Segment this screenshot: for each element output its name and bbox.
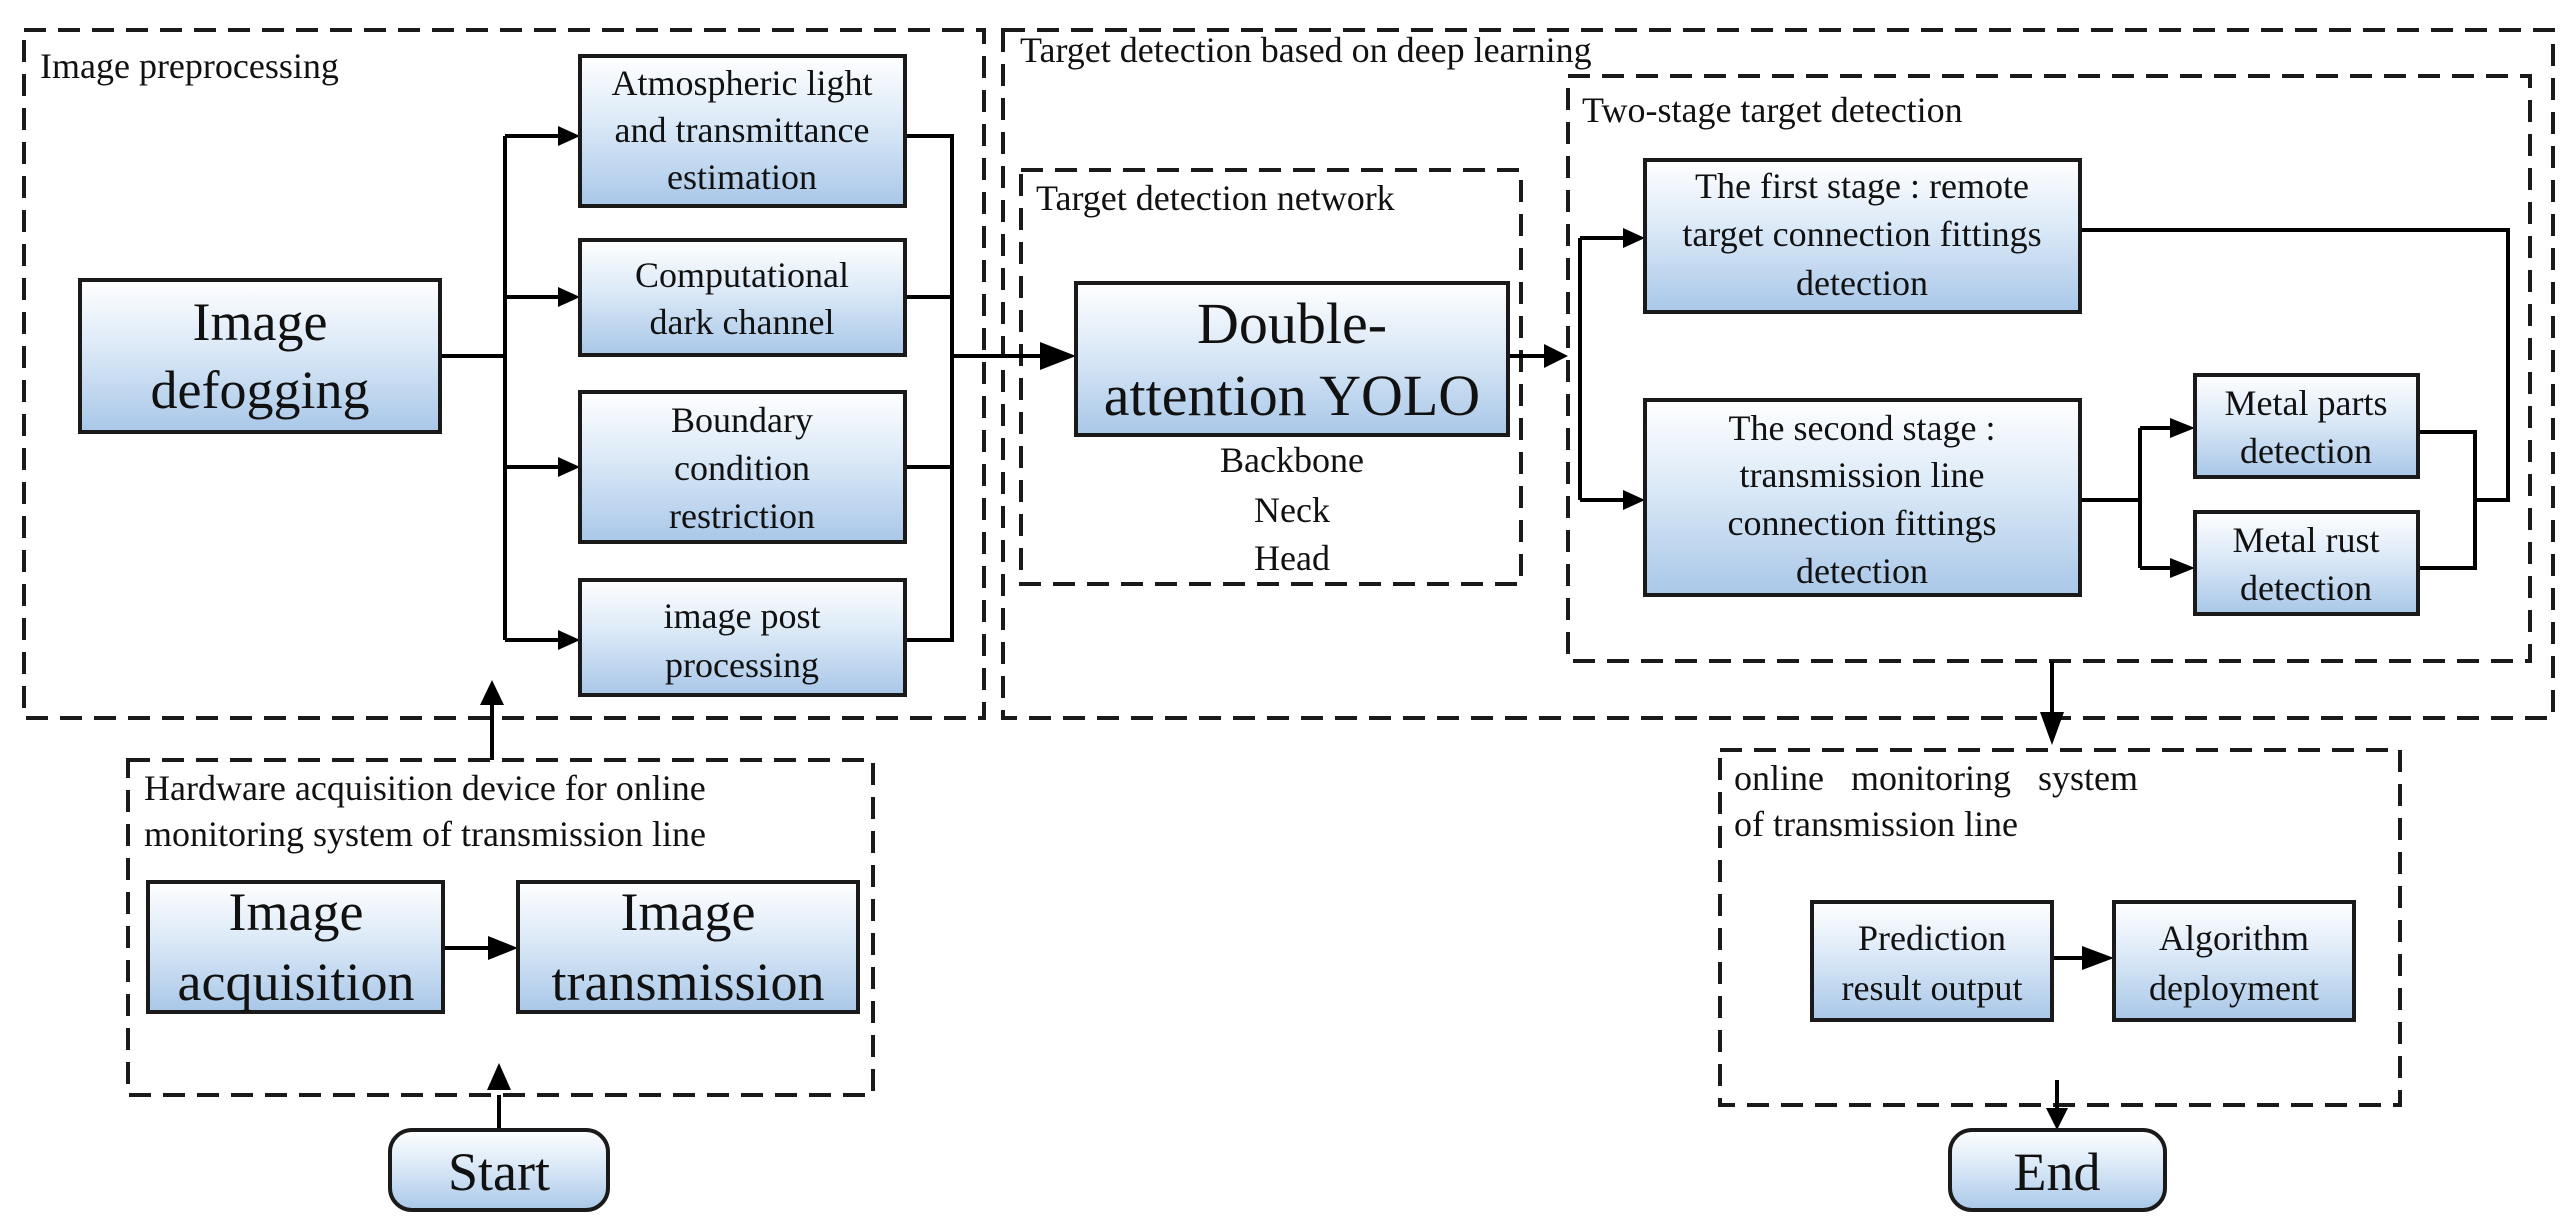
box-transmission-line-2: transmission (551, 952, 824, 1012)
box-image-defogging-line-2: defogging (151, 360, 370, 420)
label-two-stage-detection: Two-stage target detection (1582, 90, 1963, 130)
box-first-stage: The first stage : remote target connecti… (1643, 158, 2082, 314)
box-image-defogging-line-1: Image (193, 292, 328, 352)
box-second-stage-line-3: connection fittings (1728, 503, 1997, 543)
box-deployment-line-1: Algorithm (2159, 918, 2309, 958)
terminal-end-label: End (2014, 1142, 2101, 1202)
group-target-detection-deep-learning (1001, 28, 2555, 720)
box-first-stage-line-3: detection (1796, 263, 1928, 303)
box-acquisition-line-2: acquisition (178, 952, 415, 1012)
yolo-head-label: Head (1254, 538, 1330, 578)
yolo-backbone-label: Backbone (1220, 440, 1364, 480)
box-metal-parts-line-1: Metal parts (2225, 383, 2388, 423)
box-yolo-line-2: attention YOLO (1104, 363, 1480, 428)
box-dark-channel: Computational dark channel (578, 238, 907, 357)
box-prediction-result-output: Prediction result output (1810, 900, 2054, 1022)
group-two-stage-detection (1566, 74, 2532, 663)
box-first-stage-line-1: The first stage : remote (1695, 166, 2029, 206)
box-boundary-condition: Boundary condition restriction (578, 390, 907, 544)
box-image-defogging: Image defogging (78, 278, 442, 434)
box-deployment-line-2: deployment (2149, 968, 2319, 1008)
label-monitoring-line-2: of transmission line (1734, 804, 2018, 844)
box-post-processing-line-2: processing (665, 645, 819, 685)
box-second-stage-line-1: The second stage : (1729, 408, 1996, 448)
box-second-stage-line-2: transmission line (1740, 455, 1985, 495)
arrowheads (480, 126, 2195, 1130)
box-dark-channel-line-2: dark channel (650, 302, 835, 342)
terminal-start-label: Start (448, 1142, 550, 1202)
label-image-preprocessing: Image preprocessing (40, 46, 339, 86)
box-second-stage-line-4: detection (1796, 551, 1928, 591)
box-atmospheric-line-1: Atmospheric light (612, 63, 873, 103)
box-atmospheric-light: Atmospheric light and transmittance esti… (578, 54, 907, 208)
box-first-stage-line-2: target connection fittings (1682, 214, 2041, 254)
box-prediction-line-2: result output (1842, 968, 2023, 1008)
connectors (440, 134, 2510, 1130)
terminal-end: End (1948, 1128, 2167, 1212)
terminal-start: Start (388, 1128, 610, 1212)
box-metal-parts-line-2: detection (2240, 431, 2372, 471)
box-dark-channel-line-1: Computational (635, 255, 849, 295)
box-metal-rust-line-1: Metal rust (2233, 520, 2380, 560)
box-metal-rust-line-2: detection (2240, 568, 2372, 608)
label-target-detection-network: Target detection network (1036, 178, 1395, 218)
group-image-preprocessing (22, 28, 986, 720)
box-boundary-line-1: Boundary (671, 400, 813, 440)
box-metal-parts-detection: Metal parts detection (2193, 373, 2420, 479)
box-double-attention-yolo: Double- attention YOLO (1074, 281, 1510, 437)
box-transmission-line-1: Image (621, 882, 756, 942)
box-boundary-line-2: condition (674, 448, 810, 488)
yolo-neck-label: Neck (1254, 490, 1330, 530)
box-atmospheric-line-2: and transmittance (615, 110, 870, 150)
box-atmospheric-line-3: estimation (667, 157, 817, 197)
box-prediction-line-1: Prediction (1858, 918, 2006, 958)
box-metal-rust-detection: Metal rust detection (2193, 510, 2420, 616)
box-post-processing-line-1: image post (664, 596, 821, 636)
box-image-acquisition: Image acquisition (146, 880, 445, 1014)
group-hardware-acquisition (126, 758, 875, 1097)
box-second-stage: The second stage : transmission line con… (1643, 398, 2082, 597)
group-target-detection-network (1019, 168, 1523, 586)
label-hardware-line-1: Hardware acquisition device for online (144, 768, 706, 808)
box-acquisition-line-1: Image (229, 882, 364, 942)
box-image-transmission: Image transmission (516, 880, 860, 1014)
group-online-monitoring (1718, 748, 2402, 1107)
box-boundary-line-3: restriction (669, 496, 815, 536)
label-monitoring-line-1: online monitoring system (1734, 758, 2138, 798)
box-image-post-processing: image post processing (578, 578, 907, 697)
label-target-detection-deep-learning: Target detection based on deep learning (1020, 30, 1592, 70)
box-algorithm-deployment: Algorithm deployment (2112, 900, 2356, 1022)
label-hardware-line-2: monitoring system of transmission line (144, 814, 706, 854)
box-yolo-line-1: Double- (1197, 291, 1387, 356)
